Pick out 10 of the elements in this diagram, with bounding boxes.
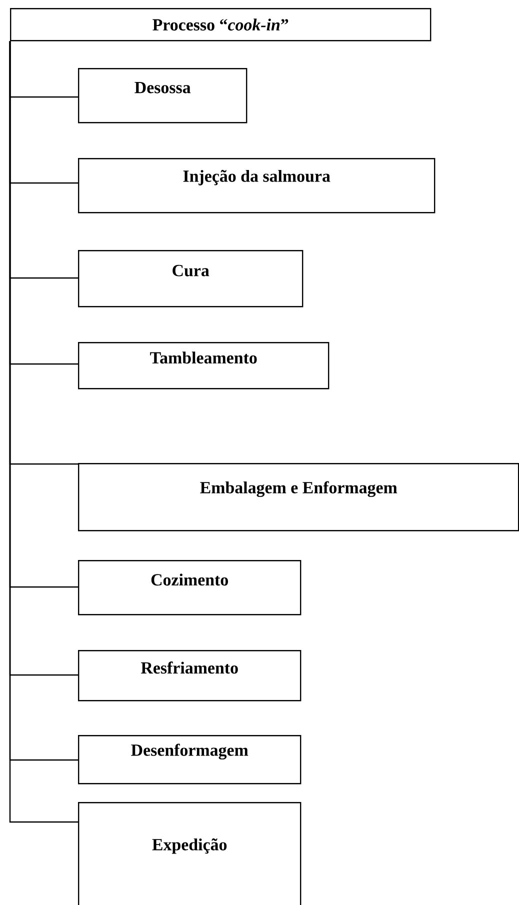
title-box: Processo “cook-in” bbox=[10, 8, 432, 42]
process-box: Desossa bbox=[78, 68, 248, 124]
process-box: Cura bbox=[78, 250, 304, 308]
process-box: Expedição bbox=[78, 802, 302, 905]
process-box: Embalagem e Enformagem bbox=[78, 463, 519, 532]
process-box: Resfriamento bbox=[78, 650, 302, 702]
process-box: Cozimento bbox=[78, 560, 302, 616]
process-box: Desenformagem bbox=[78, 735, 302, 784]
process-box: Injeção da salmoura bbox=[78, 158, 436, 214]
process-box: Tambleamento bbox=[78, 342, 330, 390]
